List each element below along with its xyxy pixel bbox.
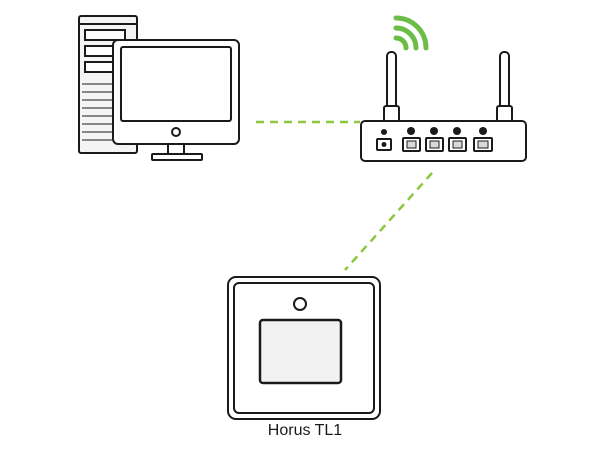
wifi-arc-1 xyxy=(393,35,409,51)
wifi-router-icon xyxy=(360,15,527,162)
router-power-pin xyxy=(381,142,387,147)
router-antenna-right-base xyxy=(496,105,513,123)
wifi-signal-icon xyxy=(393,15,429,51)
router-led-3 xyxy=(453,127,461,135)
terminal-label: Horus TL1 xyxy=(267,422,343,439)
router-antenna-left-base xyxy=(383,105,400,123)
router-power-led xyxy=(381,129,387,135)
desktop-computer-icon xyxy=(78,15,240,161)
router-led-2 xyxy=(430,127,438,135)
router-port-3-jack xyxy=(452,140,463,149)
router-led-1 xyxy=(407,127,415,135)
monitor-neck xyxy=(167,143,185,155)
router-led-4 xyxy=(479,127,487,135)
router-port-1-jack xyxy=(406,140,417,149)
wifi-arc-2 xyxy=(393,25,419,51)
access-terminal-icon xyxy=(227,276,381,420)
link-router-terminal xyxy=(344,172,433,271)
monitor-base xyxy=(151,153,203,161)
terminal-screen xyxy=(258,318,343,385)
pc-drive-bay-1 xyxy=(84,29,126,41)
router-port-wan-jack xyxy=(477,140,489,149)
monitor-screen xyxy=(120,46,232,122)
router-port-2-jack xyxy=(429,140,440,149)
wifi-arc-3 xyxy=(393,15,429,51)
terminal-camera xyxy=(293,297,307,311)
monitor-power-button xyxy=(171,127,181,137)
